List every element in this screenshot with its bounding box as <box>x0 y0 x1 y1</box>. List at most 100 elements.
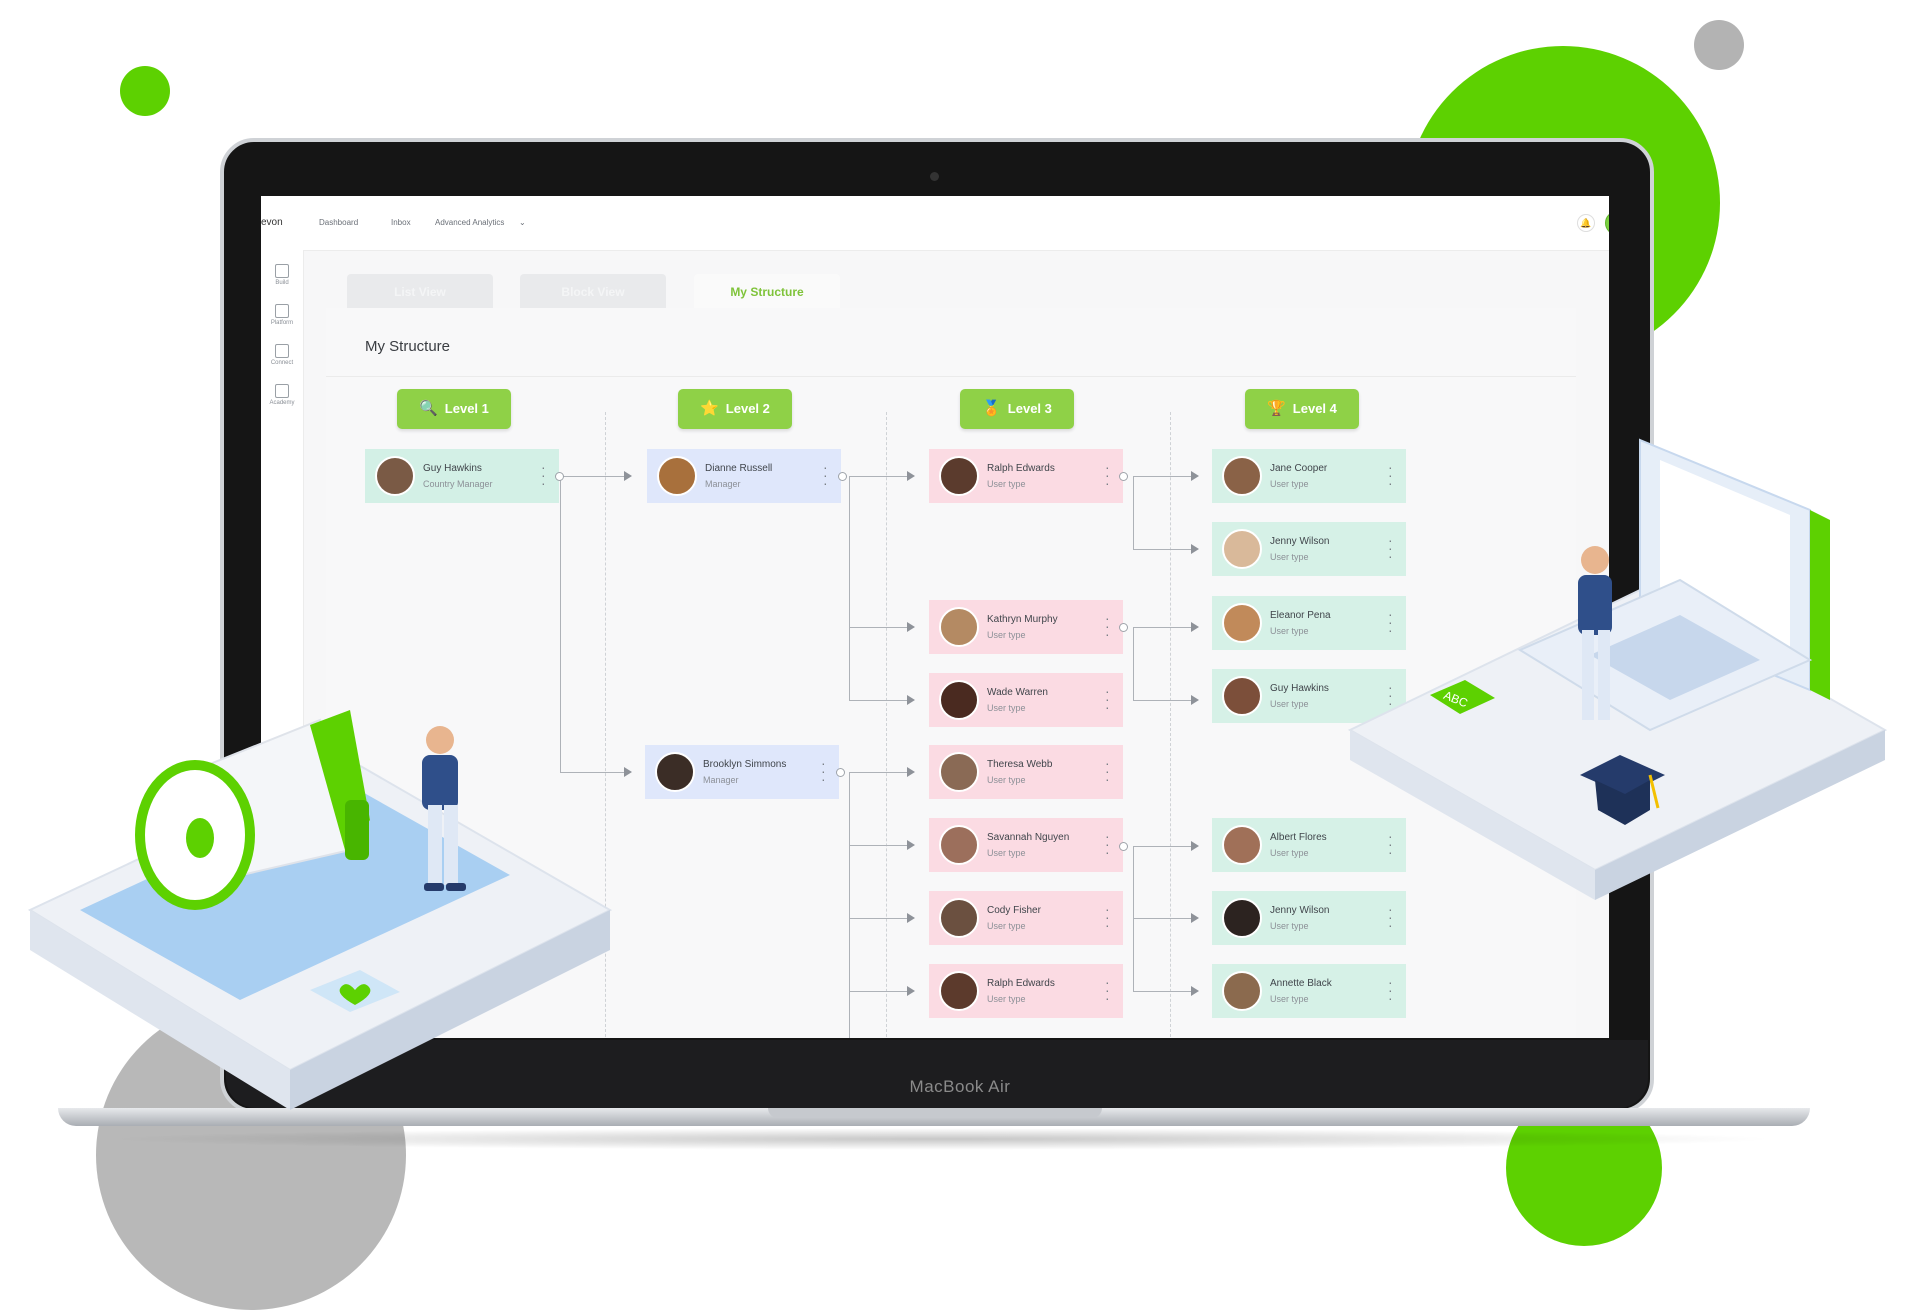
trophy-icon: 🏆 <box>1267 400 1286 417</box>
person-card[interactable]: Guy Hawkins User type ··· <box>1212 669 1406 723</box>
person-card[interactable]: Jenny Wilson User type ··· <box>1212 522 1406 576</box>
laptop-shadow <box>100 1128 1780 1150</box>
avatar <box>1222 529 1262 569</box>
level-1-button[interactable]: 🔍Level 1 <box>397 389 511 429</box>
avatar <box>655 752 695 792</box>
avatar <box>1222 676 1262 716</box>
more-icon[interactable]: ··· <box>821 755 826 787</box>
sidebar-item-academy[interactable]: Academy <box>263 384 301 406</box>
person-card[interactable]: Guy Hawkins Country Manager ··· <box>365 449 559 503</box>
person-card[interactable]: Ralph Edwards User type ··· <box>929 449 1123 503</box>
person-card[interactable]: Savannah Nguyen User type ··· <box>929 818 1123 872</box>
connector <box>849 476 909 477</box>
more-icon[interactable]: ··· <box>1388 974 1393 1006</box>
person-card[interactable]: Wade Warren User type ··· <box>929 673 1123 727</box>
arrow-head <box>907 767 915 777</box>
arrow-head <box>907 986 915 996</box>
sidebar-item-platform[interactable]: Platform <box>263 304 301 326</box>
more-icon[interactable]: ··· <box>1388 679 1393 711</box>
more-icon[interactable]: ··· <box>1388 459 1393 491</box>
level-4-button[interactable]: 🏆Level 4 <box>1245 389 1359 429</box>
bell-icon[interactable]: 🔔 <box>1577 214 1595 232</box>
more-icon[interactable]: ··· <box>1105 610 1110 642</box>
avatar <box>939 752 979 792</box>
connector <box>849 772 850 1038</box>
more-icon[interactable]: ··· <box>1105 828 1110 860</box>
panel-divider <box>326 376 1576 377</box>
arrow-head <box>1191 471 1199 481</box>
person-card[interactable]: Albert Flores User type ··· <box>1212 818 1406 872</box>
arrow-head <box>907 471 915 481</box>
arrow-head <box>907 913 915 923</box>
chevron-down-icon[interactable]: ⌄ <box>519 218 526 227</box>
more-icon[interactable]: ··· <box>1388 828 1393 860</box>
connector <box>1133 476 1134 549</box>
more-icon[interactable]: ··· <box>1105 901 1110 933</box>
top-bar: Dashboard Inbox Advanced Analytics ⌄ 🔔 <box>303 196 1609 251</box>
tab-my-structure[interactable]: My Structure <box>694 274 840 308</box>
more-icon[interactable]: ··· <box>1388 606 1393 638</box>
person-card[interactable]: Eleanor Pena User type ··· <box>1212 596 1406 650</box>
megaphone-icon <box>135 710 370 910</box>
education-platform-illustration: ABC <box>1347 438 1888 900</box>
column-separator <box>1170 412 1171 1038</box>
more-icon[interactable]: ··· <box>1105 974 1110 1006</box>
tab-list-view[interactable]: List View <box>347 274 493 308</box>
connector <box>1133 918 1193 919</box>
person-card[interactable]: Dianne Russell Manager ··· <box>647 449 841 503</box>
person-card[interactable]: Annette Black User type ··· <box>1212 964 1406 1018</box>
nav-dashboard[interactable]: Dashboard <box>319 218 359 227</box>
graduation-cap-icon <box>1580 755 1665 825</box>
person-card[interactable]: Kathryn Murphy User type ··· <box>929 600 1123 654</box>
connector <box>560 772 627 773</box>
connector <box>849 627 909 628</box>
person-figure <box>1578 546 1612 720</box>
nav-advanced-analytics[interactable]: Advanced Analytics <box>435 218 505 227</box>
more-icon[interactable]: ··· <box>1105 755 1110 787</box>
connector <box>1133 991 1193 992</box>
avatar <box>939 680 979 720</box>
level-3-button[interactable]: 🏅Level 3 <box>960 389 1074 429</box>
more-icon[interactable]: ··· <box>1388 901 1393 933</box>
avatar <box>375 456 415 496</box>
connector-knob <box>1119 472 1128 481</box>
connector <box>1133 627 1193 628</box>
tab-block-view[interactable]: Block View <box>520 274 666 308</box>
more-icon[interactable]: ··· <box>541 459 546 491</box>
person-card[interactable]: Brooklyn Simmons Manager ··· <box>645 745 839 799</box>
person-card[interactable]: Cody Fisher User type ··· <box>929 891 1123 945</box>
arrow-head <box>1191 841 1199 851</box>
person-card[interactable]: Jenny Wilson User type ··· <box>1212 891 1406 945</box>
connector <box>1133 627 1134 700</box>
green-dot-small <box>120 66 170 116</box>
person-figure <box>422 726 466 891</box>
level-2-button[interactable]: ⭐Level 2 <box>678 389 792 429</box>
arrow-head <box>1191 913 1199 923</box>
more-icon[interactable]: ··· <box>1388 532 1393 564</box>
connector-knob <box>1119 623 1128 632</box>
more-icon[interactable]: ··· <box>823 459 828 491</box>
more-icon[interactable]: ··· <box>1105 459 1110 491</box>
arrow-head <box>907 622 915 632</box>
arrow-head <box>907 840 915 850</box>
nav-inbox[interactable]: Inbox <box>391 218 411 227</box>
star-icon: ⭐ <box>700 400 719 417</box>
more-icon[interactable]: ··· <box>1105 683 1110 715</box>
connector <box>560 476 561 772</box>
user-avatar[interactable] <box>1605 211 1609 235</box>
laptop-notch <box>768 1108 1102 1118</box>
connector <box>849 476 850 700</box>
connector <box>849 845 909 846</box>
person-card[interactable]: Theresa Webb User type ··· <box>929 745 1123 799</box>
person-card[interactable]: Jane Cooper User type ··· <box>1212 449 1406 503</box>
avatar <box>939 825 979 865</box>
avatar <box>657 456 697 496</box>
device-brand: MacBook Air <box>909 1077 1011 1096</box>
sidebar-item-build[interactable]: Build <box>263 264 301 286</box>
sidebar-item-connect[interactable]: Connect <box>263 344 301 366</box>
avatar <box>1222 456 1262 496</box>
person-card[interactable]: Ralph Edwards User type ··· <box>929 964 1123 1018</box>
arrow-head <box>1191 695 1199 705</box>
connector <box>1133 549 1193 550</box>
avatar <box>939 456 979 496</box>
